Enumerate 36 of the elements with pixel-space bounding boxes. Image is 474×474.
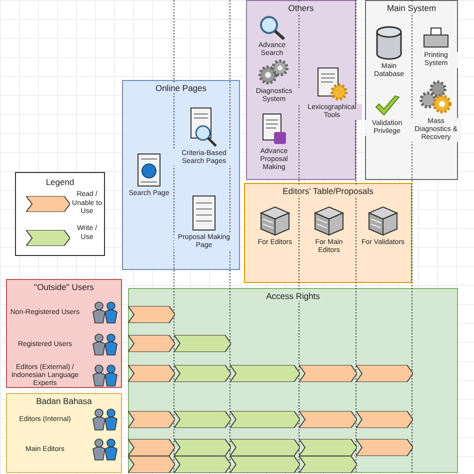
group-panel	[6, 279, 122, 388]
access-right-bar	[128, 410, 175, 428]
access-right-bar	[299, 438, 357, 456]
access-right-bar	[356, 364, 413, 382]
group-title: Main System	[384, 3, 438, 13]
group-panel	[244, 183, 412, 283]
access-right-bar	[230, 456, 300, 472]
access-right-bar	[128, 306, 175, 322]
access-right-bar	[299, 456, 357, 472]
group-title: Badan Bahasa	[34, 396, 94, 406]
group-title: Others	[286, 3, 316, 13]
access-right-bar	[174, 334, 231, 352]
access-right-bar	[299, 410, 357, 428]
access-right-bar	[128, 438, 175, 456]
access-right-bar	[128, 364, 175, 382]
access-right-bar	[299, 364, 357, 382]
group-title: "Outside" Users	[32, 282, 96, 292]
access-right-bar	[128, 456, 175, 472]
access-right-bar	[128, 334, 175, 352]
group-title: Access Rights	[264, 291, 322, 301]
group-panel	[122, 80, 240, 270]
group-title: Editors' Table/Proposals	[280, 186, 376, 196]
group-panel	[6, 393, 122, 473]
access-right-bar	[174, 410, 231, 428]
access-right-bar	[174, 364, 231, 382]
legend-title: Legend	[44, 177, 76, 187]
access-right-bar	[356, 410, 413, 428]
access-right-bar	[174, 438, 231, 456]
group-title: Online Pages	[153, 83, 209, 93]
access-right-bar	[230, 364, 300, 382]
group-panel	[128, 288, 458, 473]
access-right-bar	[230, 410, 300, 428]
access-right-bar	[230, 438, 300, 456]
access-right-bar	[356, 438, 413, 456]
access-right-bar	[174, 456, 231, 472]
group-panel	[365, 0, 458, 180]
